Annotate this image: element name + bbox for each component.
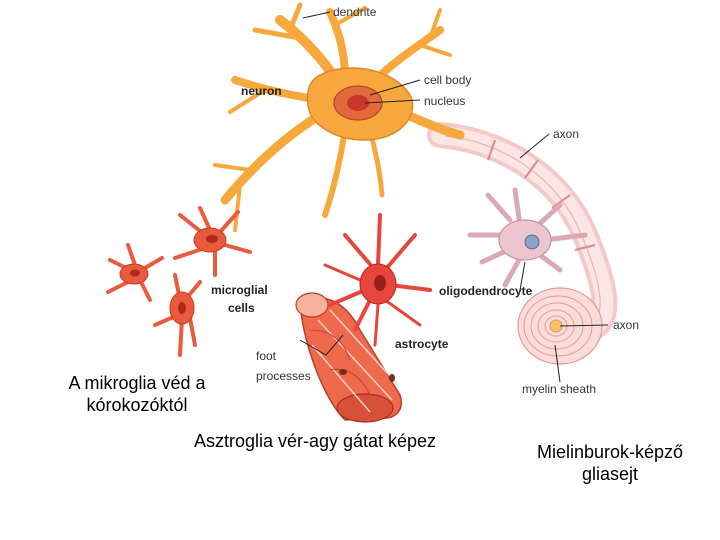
- label-axon-top: axon: [553, 127, 580, 141]
- caption-myelin-line2: gliasejt: [581, 464, 639, 484]
- label-microglial-2: cells: [228, 301, 255, 315]
- label-processes: processes: [256, 369, 311, 383]
- leader-lines: [299, 11, 609, 383]
- oligodendrocyte-cell: [467, 187, 588, 288]
- label-astrocyte: astrocyte: [395, 337, 449, 351]
- microglial-cell: [106, 243, 164, 302]
- microglial-cell: [173, 206, 252, 277]
- label-oligodendrocyte: oligodendrocyte: [439, 284, 533, 298]
- microglial-cell: [153, 273, 202, 357]
- myelinated-axon: [427, 122, 618, 343]
- caption-microglia-line1: A mikroglia véd a: [68, 373, 206, 393]
- caption-astroglia-text: Asztroglia vér-agy gátat képez: [193, 431, 437, 451]
- label-myelin-sheath: myelin sheath: [522, 382, 597, 396]
- label-axon-bottom: axon: [613, 318, 640, 332]
- caption-myelin-line1: Mielinburok-képző: [536, 442, 684, 462]
- neuron-cell: [213, 2, 465, 232]
- label-neuron: neuron: [241, 84, 282, 98]
- label-foot: foot: [256, 349, 277, 363]
- label-cell-body: cell body: [424, 73, 472, 87]
- caption-microglia-line2: kórokozóktól: [86, 395, 188, 415]
- blood-vessel: [295, 292, 402, 423]
- caption-astroglia: Asztroglia vér-agy gátat képez: [160, 430, 470, 452]
- label-microglial-1: microglial: [211, 283, 268, 297]
- label-dendrite: dendrite: [333, 5, 377, 19]
- caption-myelin: Mielinburok-képző gliasejt: [510, 441, 710, 485]
- label-nucleus: nucleus: [424, 94, 466, 108]
- astrocyte-cell: [323, 213, 432, 347]
- caption-microglia: A mikroglia véd a kórokozóktól: [40, 372, 234, 416]
